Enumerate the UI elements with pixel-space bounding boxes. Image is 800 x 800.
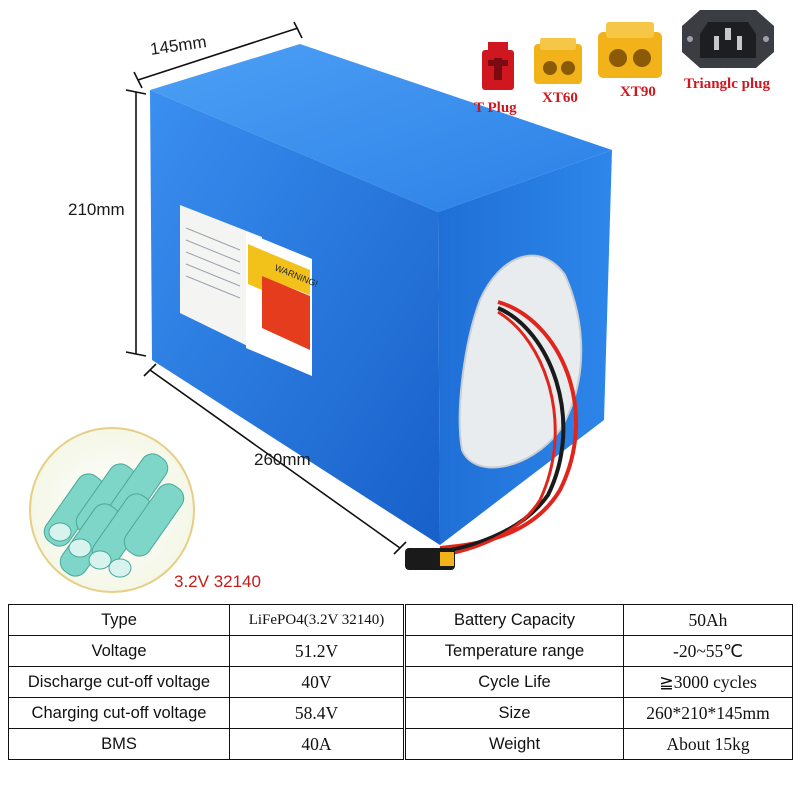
spec-value: 260*210*145mm bbox=[623, 697, 793, 729]
height-dimension-label: 210mm bbox=[68, 200, 125, 219]
spec-key: Temperature range bbox=[403, 635, 624, 667]
spec-value: -20~55℃ bbox=[623, 635, 793, 667]
spec-key: Weight bbox=[403, 728, 624, 760]
battery-pack-illustration: WARNING! bbox=[29, 21, 612, 593]
width-dimension-line bbox=[137, 27, 299, 81]
length-dimension-line bbox=[149, 369, 401, 549]
spec-value: 50Ah bbox=[623, 604, 793, 636]
spec-key: Size bbox=[403, 697, 624, 729]
cell-stack-icon bbox=[43, 453, 185, 578]
plug-label-xt60: XT60 bbox=[542, 90, 578, 106]
xt90-connector-icon bbox=[598, 22, 662, 78]
black-wire bbox=[439, 306, 566, 554]
table-row: Voltage 51.2V Temperature range -20~55℃ bbox=[8, 635, 793, 667]
plug-label-triangle-plug: Trianglc plug bbox=[684, 76, 770, 92]
spec-key: BMS bbox=[8, 728, 230, 760]
spec-key: Discharge cut-off voltage bbox=[8, 666, 230, 698]
spec-value: About 15kg bbox=[623, 728, 793, 760]
iec-power-socket-icon bbox=[682, 10, 774, 68]
spec-value: 40V bbox=[229, 666, 405, 698]
exposed-cell-end bbox=[458, 254, 583, 469]
red-wire-2 bbox=[439, 310, 557, 558]
spec-key: Type bbox=[8, 604, 230, 636]
battery-top-face bbox=[150, 44, 612, 212]
specifications-table: Type LiFePO4(3.2V 32140) Battery Capacit… bbox=[8, 604, 793, 760]
spec-key: Voltage bbox=[8, 635, 230, 667]
plug-label-xt90: XT90 bbox=[620, 84, 656, 100]
table-row: Discharge cut-off voltage 40V Cycle Life… bbox=[8, 666, 793, 698]
table-row: BMS 40A Weight About 15kg bbox=[8, 728, 793, 760]
spec-key: Cycle Life bbox=[403, 666, 624, 698]
spec-key: Battery Capacity bbox=[403, 604, 624, 636]
cell-model-label: 3.2V 32140 bbox=[174, 572, 261, 591]
t-plug-connector-icon bbox=[482, 42, 514, 90]
plug-label-t-plug: T Plug bbox=[474, 100, 517, 116]
spec-key: Charging cut-off voltage bbox=[8, 697, 230, 729]
table-row: Charging cut-off voltage 58.4V Size 260*… bbox=[8, 697, 793, 729]
spec-value: LiFePO4(3.2V 32140) bbox=[229, 604, 405, 636]
xt60-connector-icon bbox=[534, 38, 582, 84]
spec-value: 51.2V bbox=[229, 635, 405, 667]
length-dimension-label: 260mm bbox=[254, 450, 311, 469]
spec-sticker: WARNING! bbox=[180, 205, 319, 376]
spec-value: 40A bbox=[229, 728, 405, 760]
table-row: Type LiFePO4(3.2V 32140) Battery Capacit… bbox=[8, 604, 793, 636]
spec-value: ≧3000 cycles bbox=[623, 666, 793, 698]
spec-value: 58.4V bbox=[229, 697, 405, 729]
